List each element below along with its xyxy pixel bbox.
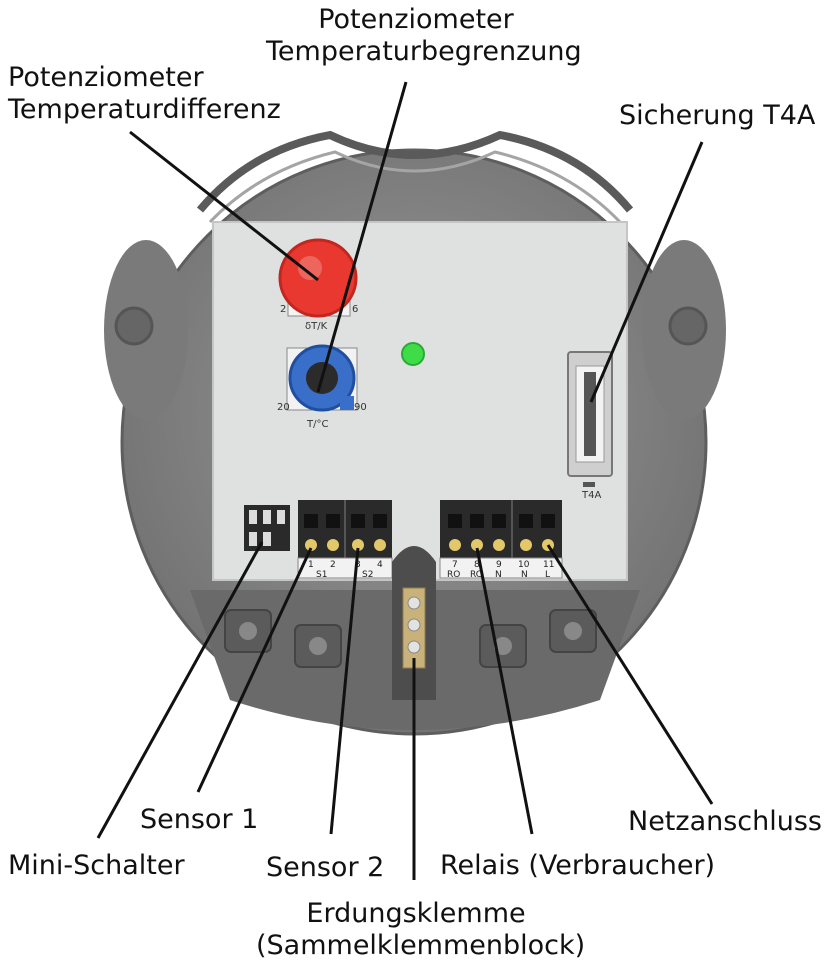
terminal-s2: S2 bbox=[362, 570, 373, 580]
right-screw-hole bbox=[668, 306, 708, 346]
leader-pot-limit bbox=[316, 81, 408, 393]
fuse-mark-line bbox=[583, 482, 595, 487]
terminal-10: 10 bbox=[518, 560, 530, 570]
label-mini-switch: Mini-Schalter bbox=[8, 850, 185, 881]
terminal-n2: N bbox=[521, 570, 528, 580]
terminal-l: L bbox=[545, 570, 550, 580]
terminal-4: 4 bbox=[377, 560, 383, 570]
label-ground-line2: (Sammelklemmenblock) bbox=[256, 930, 586, 961]
label-pot-temp-diff-line1: Potenziometer bbox=[8, 62, 204, 93]
label-sensor1: Sensor 1 bbox=[140, 804, 259, 835]
sensor-terminal-screws bbox=[305, 539, 386, 551]
terminal-1: 1 bbox=[308, 560, 314, 570]
mini-switch-levers bbox=[249, 510, 285, 546]
terminal-n1: N bbox=[495, 570, 502, 580]
housing-rim-highlight bbox=[208, 150, 622, 224]
leader-relay bbox=[475, 547, 534, 835]
terminal-9: 9 bbox=[496, 560, 502, 570]
terminal-s1: S1 bbox=[316, 570, 327, 580]
blue-pot-unit: T/°C bbox=[306, 419, 328, 430]
label-mains: Netzanschluss bbox=[628, 806, 822, 837]
left-screw-hole bbox=[114, 306, 154, 346]
red-pot-min: 2 bbox=[280, 304, 286, 315]
label-pot-temp-diff-line2: Temperaturdifferenz bbox=[8, 94, 281, 125]
terminal-8: 8 bbox=[474, 560, 480, 570]
label-pot-temp-diff: Potenziometer Temperaturdifferenz bbox=[8, 62, 281, 126]
leader-mini-switch bbox=[96, 541, 264, 839]
blue-pot-tab bbox=[340, 396, 354, 410]
fuse-element bbox=[584, 372, 596, 456]
blue-pot-max: 90 bbox=[354, 402, 367, 413]
leader-pot-diff bbox=[129, 130, 319, 282]
leader-sensor2 bbox=[329, 547, 360, 835]
leader-fuse bbox=[589, 141, 704, 403]
terminal-rc: RC bbox=[470, 570, 482, 580]
label-pot-temp-limit: Potenziometer Temperaturbegrenzung bbox=[266, 4, 582, 68]
housing-rim bbox=[196, 130, 634, 213]
terminal-7: 7 bbox=[452, 560, 458, 570]
blue-pot-min: 20 bbox=[277, 402, 290, 413]
leader-lines bbox=[96, 81, 714, 880]
leader-sensor1 bbox=[196, 547, 313, 793]
terminal-11: 11 bbox=[543, 560, 554, 570]
terminal-2: 2 bbox=[330, 560, 336, 570]
red-pot-highlight bbox=[298, 256, 322, 280]
red-pot-max: 6 bbox=[352, 304, 358, 315]
label-sensor2: Sensor 2 bbox=[266, 852, 385, 883]
label-relay: Relais (Verbraucher) bbox=[440, 850, 716, 881]
status-led bbox=[401, 342, 425, 366]
red-potentiometer bbox=[278, 238, 358, 318]
label-pot-temp-limit-line2: Temperaturbegrenzung bbox=[266, 36, 582, 67]
red-pot-unit: δT/K bbox=[305, 321, 328, 332]
terminal-ro: RO bbox=[447, 570, 460, 580]
label-fuse: Sicherung T4A bbox=[619, 100, 816, 131]
gland-holes bbox=[239, 622, 582, 655]
fuse-mark: T4A bbox=[581, 490, 601, 501]
label-pot-temp-limit-line1: Potenziometer bbox=[318, 4, 514, 35]
leader-mains bbox=[546, 544, 714, 805]
label-ground: Erdungsklemme (Sammelklemmenblock) bbox=[256, 898, 586, 962]
label-ground-line1: Erdungsklemme bbox=[306, 898, 526, 929]
